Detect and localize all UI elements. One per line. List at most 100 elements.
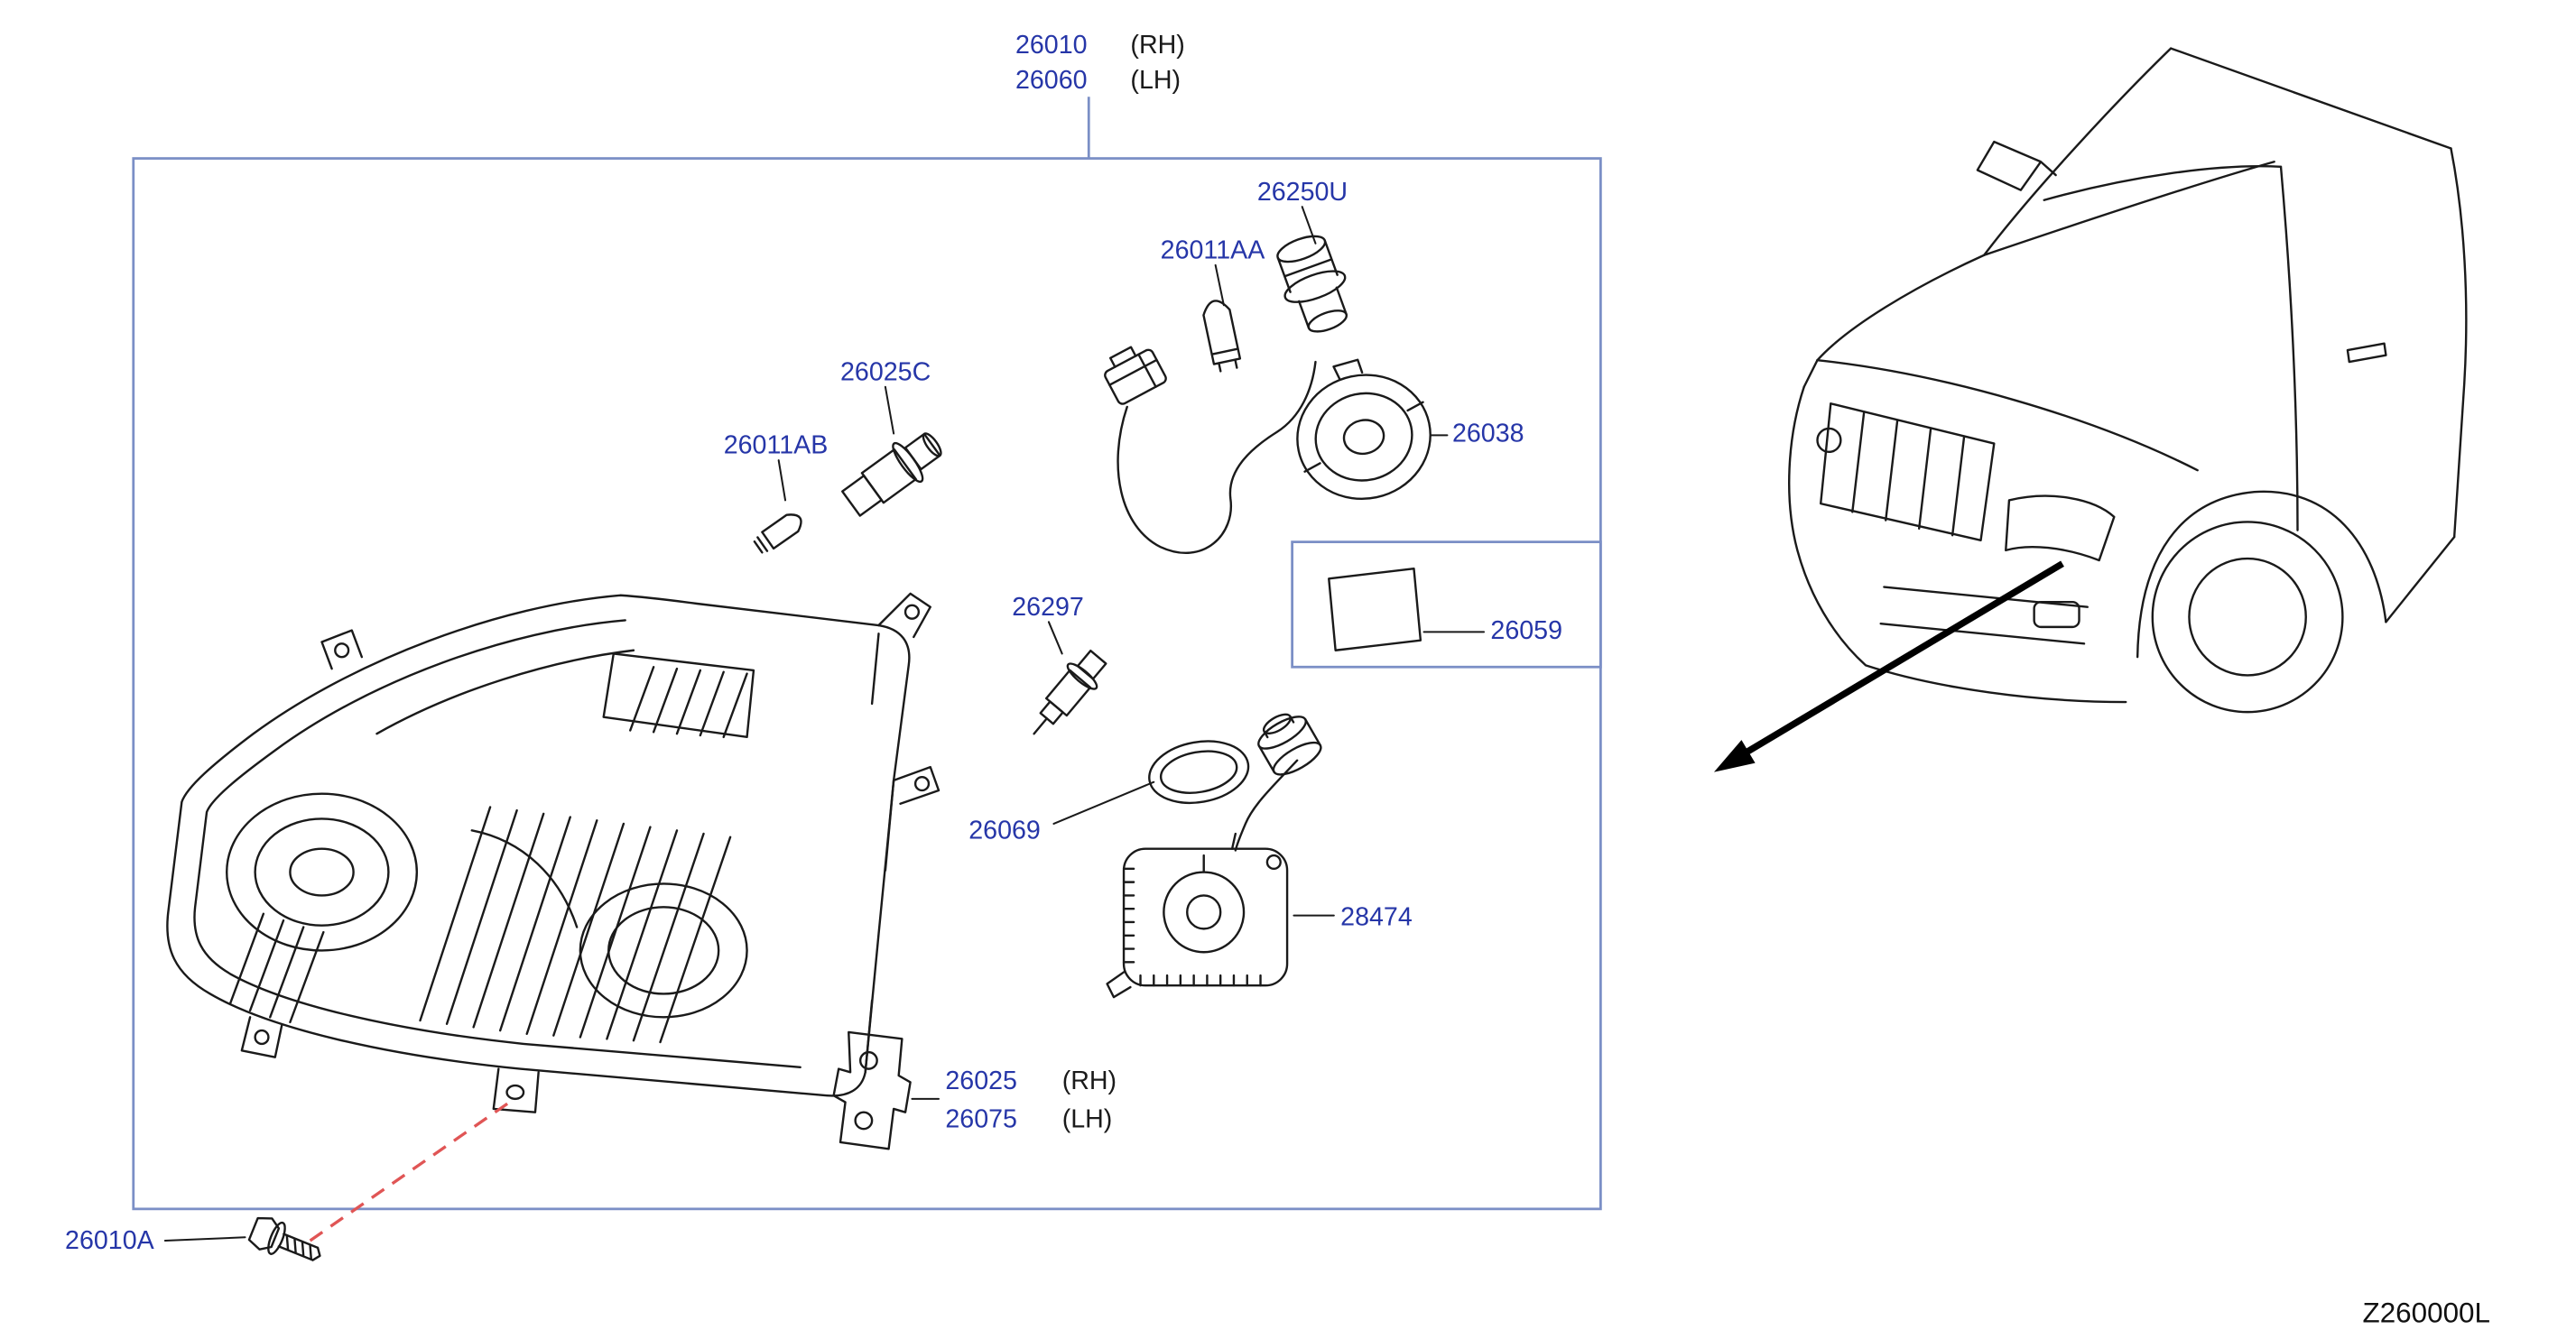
part-number-26025[interactable]: 26025	[945, 1067, 1017, 1095]
part-number-28474[interactable]: 28474	[1340, 903, 1413, 932]
bulb-26011aa-drawing	[1202, 300, 1242, 373]
harness-connector-drawing	[1104, 346, 1167, 405]
part-number-26010[interactable]: 26010	[1015, 31, 1088, 60]
car-headlamp	[2005, 494, 2116, 562]
headlamp-assembly-drawing	[166, 592, 941, 1113]
bulb-26297-pin	[1033, 717, 1049, 735]
screw-washer	[267, 1221, 286, 1255]
holder-tip-cap	[922, 432, 942, 457]
location-arrow-head	[1713, 740, 1756, 772]
ballast-port-inner	[1186, 894, 1222, 930]
leader-26250u	[1301, 206, 1317, 245]
diagram-code: Z260000L	[2363, 1297, 2490, 1329]
headlamp-outline	[166, 594, 911, 1097]
part-number-26025c[interactable]: 26025C	[840, 357, 931, 386]
bulb-26011aa-body	[1202, 300, 1242, 373]
ballast-port-outer	[1163, 871, 1246, 954]
part-number-26010a[interactable]: 26010A	[65, 1226, 155, 1255]
retainer-tabs	[1303, 358, 1424, 473]
retainer-hub	[1342, 419, 1385, 456]
side-marker-26025: (RH)	[1062, 1067, 1117, 1095]
ballast-ribs-bottom	[1139, 974, 1262, 987]
igniter-bottom	[1272, 741, 1322, 776]
screw-shaft	[277, 1233, 321, 1261]
o-ring-inner	[1159, 750, 1238, 794]
leader-26011ab	[777, 459, 787, 502]
holder-connector	[841, 475, 883, 517]
harness-wire	[1117, 360, 1317, 554]
socket-top-flange	[1276, 235, 1327, 263]
o-ring-outer	[1148, 740, 1250, 805]
car-beltline	[2043, 165, 2283, 201]
socket-body-lines	[1276, 239, 1339, 293]
retainer-26038-drawing	[1296, 358, 1432, 501]
projector-lens-left-core	[289, 847, 355, 897]
car-grille	[1819, 402, 1996, 541]
ballast-ear-hole	[1265, 854, 1282, 871]
part-number-26060[interactable]: 26060	[1015, 66, 1088, 95]
part-number-26059[interactable]: 26059	[1490, 616, 1562, 645]
leader-26010a	[163, 1236, 246, 1242]
socket-mid-flange	[1283, 270, 1347, 303]
car-mirror	[1976, 140, 2057, 191]
car-fog-lamp	[2033, 600, 2080, 629]
leader-26011aa	[1214, 263, 1225, 307]
bracket-hole-upper	[858, 1050, 878, 1070]
mount-hole-bottom	[505, 1084, 525, 1101]
car-door-edge	[2279, 165, 2299, 531]
leader-26297	[1047, 621, 1063, 655]
o-ring-drawing	[1148, 740, 1250, 805]
car-door-handle	[2346, 342, 2387, 364]
reflector-arc	[470, 829, 579, 928]
bulb-26297-drawing	[1033, 649, 1107, 735]
assembly-group-box	[132, 157, 1602, 1211]
igniter-wire	[1234, 759, 1299, 852]
part-number-26038[interactable]: 26038	[1452, 420, 1524, 448]
bracket-outline	[832, 1030, 912, 1150]
mount-tab-bottom	[492, 1067, 540, 1113]
part-number-26075[interactable]: 26075	[945, 1104, 1017, 1133]
part-number-26250u[interactable]: 26250U	[1257, 178, 1348, 207]
leader-26069	[1052, 780, 1155, 825]
car-fender-line	[1816, 358, 2199, 472]
bulb-26011ab-drawing	[753, 513, 802, 554]
part-labels: 26010 (RH) 26060 (LH) 26250U 26011AA 260…	[65, 31, 1562, 1255]
caution-label-box	[1291, 540, 1602, 669]
location-arrow-shaft	[1742, 560, 2064, 757]
screw-position-marker	[309, 1099, 514, 1242]
leader-lines	[163, 206, 1486, 1242]
socket-26250u-drawing	[1276, 235, 1348, 333]
holder-tip	[903, 432, 941, 471]
projector-lens-left	[226, 792, 419, 952]
car-wheel-arch	[2136, 490, 2387, 659]
car-bumper	[1788, 385, 2127, 704]
location-arrow	[1713, 560, 2064, 772]
caution-label-drawing	[1328, 567, 1422, 651]
holder-body	[860, 448, 917, 504]
side-marker-26075: (LH)	[1062, 1104, 1113, 1133]
ballast-mount-ear	[1106, 971, 1132, 999]
part-number-26297[interactable]: 26297	[1012, 593, 1084, 622]
hatch-lines-left	[228, 912, 325, 1024]
mount-tab-top-left	[320, 629, 364, 670]
ballast-ribs-left	[1122, 867, 1135, 964]
part-number-26011ab[interactable]: 26011AB	[724, 431, 829, 460]
bracket-hole-lower	[854, 1111, 874, 1131]
car-badge	[1816, 427, 1842, 454]
mount-hole-bottom-left	[254, 1029, 270, 1046]
bulb-26297-body	[1044, 669, 1092, 717]
bulb-26011ab-body	[753, 513, 802, 554]
part-number-26069[interactable]: 26069	[968, 817, 1041, 845]
vehicle-reference-drawing	[1788, 47, 2468, 714]
screw-head	[247, 1216, 281, 1251]
housing-rib-lines	[864, 633, 895, 1074]
part-number-26011aa[interactable]: 26011AA	[1161, 235, 1266, 264]
ballast-28474-drawing	[1106, 832, 1289, 999]
car-roof	[2169, 47, 2452, 150]
mount-tab-right	[892, 765, 941, 805]
retainer-outer-ring	[1296, 374, 1432, 501]
projector-lens-left-inner	[254, 817, 390, 927]
screw-drawing	[247, 1216, 321, 1261]
